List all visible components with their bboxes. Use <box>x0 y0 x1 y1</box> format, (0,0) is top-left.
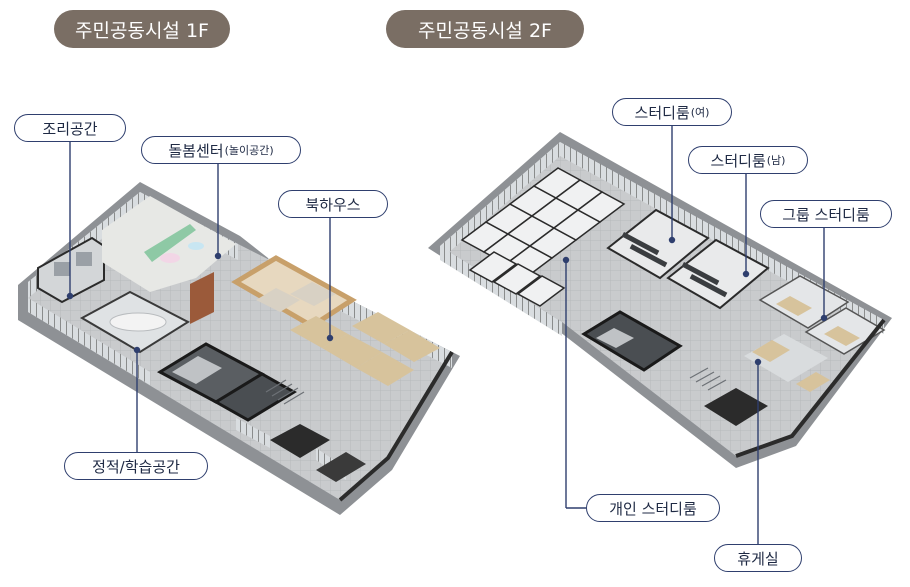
floor-tag-1f: 주민공동시설 1F <box>54 10 230 48</box>
floor-tag-2f-text: 주민공동시설 2F <box>418 19 552 42</box>
floor-tag-2f: 주민공동시설 2F <box>386 10 584 48</box>
label-study-women-text: 스터디룸 <box>634 103 690 122</box>
label-study-women-sub: (여) <box>690 106 710 119</box>
label-lounge-text: 휴게실 <box>737 549 779 568</box>
label-personal-study-text: 개인 스터디룸 <box>609 499 697 518</box>
label-lounge: 휴게실 <box>714 544 802 572</box>
label-study-men: 스터디룸(남) <box>688 146 808 174</box>
label-kitchen: 조리공간 <box>14 114 126 142</box>
label-group-study: 그룹 스터디룸 <box>760 200 892 228</box>
floor-tag-1f-text: 주민공동시설 1F <box>75 19 209 42</box>
label-book-house: 북하우스 <box>278 190 388 218</box>
label-group-study-text: 그룹 스터디룸 <box>782 205 870 224</box>
label-care-center-sub: (놀이공간) <box>224 144 274 157</box>
label-study-women: 스터디룸(여) <box>612 98 732 126</box>
label-book-house-text: 북하우스 <box>305 195 361 214</box>
label-care-center: 돌봄센터(놀이공간) <box>141 136 301 164</box>
label-study-men-text: 스터디룸 <box>710 151 766 170</box>
plan-1f <box>18 140 460 515</box>
label-personal-study: 개인 스터디룸 <box>586 494 720 522</box>
label-study-men-sub: (남) <box>766 154 786 167</box>
label-study-space-text: 정적/학습공간 <box>92 457 180 476</box>
label-care-center-text: 돌봄센터 <box>168 141 224 160</box>
plan-2f <box>428 126 892 544</box>
label-kitchen-text: 조리공간 <box>42 119 98 138</box>
label-study-space: 정적/학습공간 <box>64 452 208 480</box>
